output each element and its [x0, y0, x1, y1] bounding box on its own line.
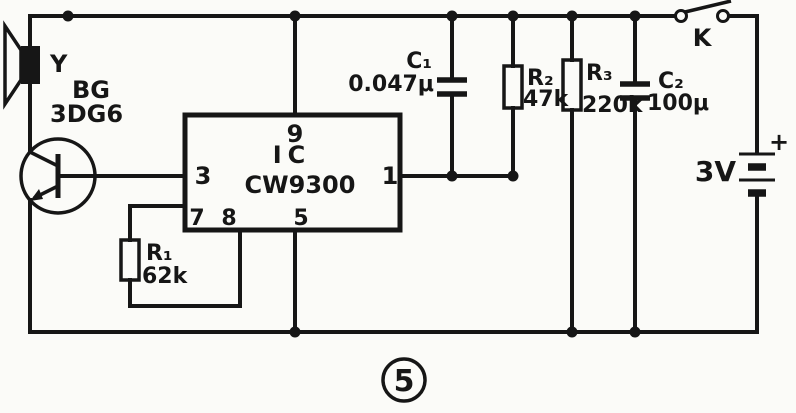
ic-title-label: IC — [273, 141, 312, 169]
transistor-emitter-arrow-icon — [30, 189, 43, 201]
speaker-label: Y — [49, 50, 68, 78]
transistor-name-label: BG — [72, 76, 110, 104]
resistor-r1-body — [119, 238, 141, 282]
capacitor-c2-value-label: 100μ — [647, 91, 709, 116]
junction-dot — [566, 326, 578, 338]
switch-contact-right — [716, 9, 730, 23]
ic-pin7-label: 7 — [189, 206, 204, 231]
junction-dot — [629, 326, 641, 338]
junction-dot — [629, 10, 641, 22]
junction-dot — [446, 170, 458, 182]
capacitor-c2-name-label: C₂ — [658, 69, 684, 94]
resistor-r3-name-label: R₃ — [586, 61, 613, 86]
ic-pin1-label: 1 — [382, 162, 399, 190]
battery-polarity-label: + — [769, 128, 789, 156]
junction-dot — [289, 10, 301, 22]
speaker-horn — [3, 20, 23, 110]
transistor-collector — [29, 150, 59, 168]
switch-contact-left — [674, 9, 688, 23]
ic-pin8-label: 8 — [221, 206, 236, 231]
resistor-r2-body — [502, 64, 524, 110]
ic-model-label: CW9300 — [245, 171, 356, 199]
junction-dot — [507, 10, 519, 22]
battery-voltage-label: 3V — [695, 155, 736, 188]
ic-pin3-label: 3 — [195, 162, 212, 190]
figure-number-label: 5 — [394, 364, 415, 399]
switch-lever — [684, 0, 732, 14]
junction-dot — [507, 170, 519, 182]
junction-dot — [62, 10, 74, 22]
resistor-r2-name-label: R₂ — [527, 66, 554, 91]
figure-number-badge — [381, 357, 427, 403]
transistor-model-label: 3DG6 — [50, 100, 123, 128]
switch-label: K — [693, 24, 713, 52]
ic-box — [182, 112, 403, 233]
pin8-to-r1-wire — [128, 228, 242, 308]
resistor-r1-name-label: R₁ — [146, 241, 173, 266]
resistor-r1-value-label: 62k — [142, 264, 189, 289]
junction-dot — [566, 10, 578, 22]
junction-dot — [289, 326, 301, 338]
speaker-icon — [21, 46, 40, 84]
capacitor-c1-name-label: C₁ — [406, 49, 432, 74]
ic-pin9-label: 9 — [287, 120, 304, 148]
r1-to-pin7-wire — [128, 204, 187, 242]
ic-pin5-label: 5 — [293, 206, 308, 231]
junction-dot — [446, 10, 458, 22]
capacitor-c1-value-label: 0.047μ — [348, 72, 434, 97]
